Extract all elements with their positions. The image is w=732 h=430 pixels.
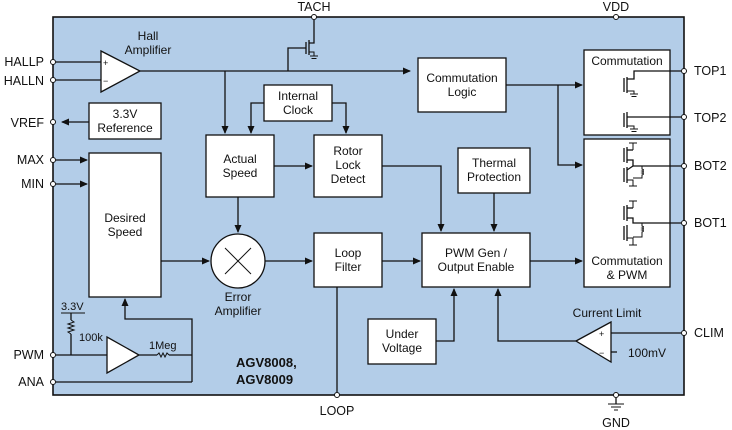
pin-vdd (613, 14, 619, 20)
rotor-lock-detect-label-3: Detect (331, 172, 366, 186)
internal-clock-block (263, 84, 333, 122)
reference-label: 3.3V (113, 107, 138, 121)
pin-label-pwm: PWM (13, 348, 44, 362)
rotor-lock-detect-label-2: Lock (335, 158, 361, 172)
error-amplifier-label: Error (225, 290, 252, 304)
pin-hallp (50, 59, 56, 65)
hall-amplifier-label-2: Amplifier (125, 43, 172, 57)
under-voltage-label: Under (386, 327, 419, 341)
under-voltage-block (367, 318, 437, 365)
commutation-logic-block (417, 57, 507, 113)
loop-filter-label: Loop (335, 246, 362, 260)
loop-filter-block (313, 232, 383, 288)
feedback-resistor-icon (156, 351, 170, 359)
tach-transistor-icon (287, 20, 318, 71)
error-amplifier-label-2: Amplifier (215, 304, 262, 318)
commutation-label: Commutation (591, 54, 662, 68)
current-limit-comparator-icon (574, 320, 612, 364)
desired-speed-block (88, 152, 162, 298)
pin-label-min: MIN (21, 177, 44, 191)
commutation-pwm-label-2: & PWM (607, 268, 648, 282)
pin-bot2 (681, 163, 687, 169)
top2-transistor-icon (623, 112, 681, 132)
clim-plus-sign: + (599, 329, 604, 339)
error-amplifier-icon (210, 233, 266, 289)
actual-speed-label-2: Speed (223, 166, 258, 180)
pin-top2 (681, 114, 687, 120)
thermal-protection-label: Thermal (472, 156, 516, 170)
current-limit-ref-label: 100mV (628, 346, 666, 360)
hall-minus-sign: − (103, 76, 108, 86)
thermal-protection-label-2: Protection (467, 170, 521, 184)
pin-top1 (681, 68, 687, 74)
pin-label-halln: HALLN (4, 74, 44, 88)
pin-loop (334, 392, 340, 398)
hall-amplifier-icon (100, 49, 142, 94)
commutation-logic-label-2: Logic (448, 85, 477, 99)
rotor-lock-detect-label: Rotor (333, 144, 362, 158)
pin-gnd (613, 392, 619, 398)
part-number-2: AGV8009 (236, 372, 293, 387)
hall-amplifier-label: Hall (138, 29, 159, 43)
commutation-logic-label: Commutation (426, 71, 497, 85)
pin-vref (50, 119, 56, 125)
pin-label-top2: TOP2 (694, 111, 726, 125)
pin-pwm (50, 352, 56, 358)
actual-speed-label: Actual (223, 152, 256, 166)
internal-clock-label: Internal (278, 89, 318, 103)
ground-icon (608, 398, 624, 411)
pullup-resistor-icon (66, 319, 76, 335)
pin-label-loop: LOOP (320, 404, 355, 418)
pin-max (50, 157, 56, 163)
pin-label-vref: VREF (11, 116, 45, 130)
thermal-protection-block (457, 147, 531, 194)
hall-plus-sign: + (103, 58, 108, 68)
reference-label-2: Reference (97, 121, 153, 135)
pin-label-clim: CLIM (694, 326, 724, 340)
pin-label-bot2: BOT2 (694, 159, 727, 173)
loop-filter-label-2: Filter (335, 260, 362, 274)
clim-minus-sign: − (599, 348, 604, 358)
pin-label-vdd: VDD (603, 0, 629, 14)
pin-label-gnd: GND (602, 416, 630, 430)
part-number-1: AGV8008, (236, 355, 297, 370)
pin-ana (50, 379, 56, 385)
reference-block (88, 102, 162, 140)
pin-label-ana: ANA (18, 375, 44, 389)
bot1-transistor-pair-icon (623, 200, 681, 246)
pin-halln (50, 77, 56, 83)
pin-min (50, 181, 56, 187)
pullup-resistor-label: 100k (79, 332, 103, 344)
pwm-gen-label-2: Output Enable (438, 260, 515, 274)
commutation-pwm-label: Commutation (591, 254, 662, 268)
pwm-gen-label: PWM Gen / (445, 246, 508, 260)
desired-speed-label-2: Speed (108, 225, 143, 239)
pwm-buffer-icon (106, 335, 141, 375)
pin-bot1 (681, 220, 687, 226)
pin-label-tach: TACH (297, 0, 330, 14)
pwm-gen-block (421, 232, 531, 288)
internal-clock-label-2: Clock (283, 103, 314, 117)
pin-label-bot1: BOT1 (694, 216, 727, 230)
top1-transistor-icon (623, 70, 681, 97)
pin-label-max: MAX (17, 153, 45, 167)
bot2-transistor-pair-icon (623, 142, 681, 187)
pin-tach (311, 14, 317, 20)
pin-label-top1: TOP1 (694, 64, 726, 78)
feedback-resistor-label: 1Meg (149, 340, 177, 352)
desired-speed-label: Desired (104, 211, 145, 225)
pullup-voltage-label: 3.3V (61, 301, 84, 313)
pin-clim (681, 330, 687, 336)
under-voltage-label-2: Voltage (382, 341, 422, 355)
current-limit-label: Current Limit (573, 306, 642, 320)
pin-label-hallp: HALLP (4, 55, 44, 69)
